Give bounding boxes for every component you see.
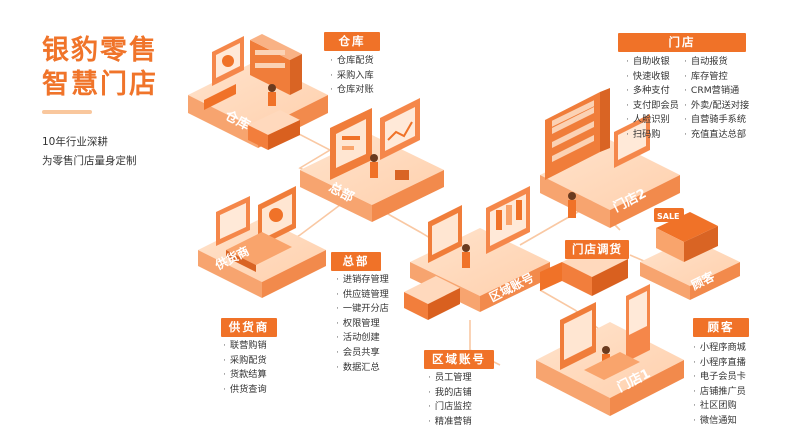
list-item: 小程序商城 bbox=[693, 341, 746, 356]
brand-title-line2: 智慧门店 bbox=[42, 69, 158, 100]
list-item: 活动创建 bbox=[336, 331, 389, 346]
list-item: 人脸识别 bbox=[626, 113, 679, 128]
list-item: 我的店铺 bbox=[428, 386, 472, 401]
region-feature-list: 员工管理 我的店铺 门店监控 精准营销 bbox=[428, 371, 472, 429]
list-item: 自动报货 bbox=[684, 55, 749, 70]
list-item: CRM营销通 bbox=[684, 84, 749, 99]
list-item: 采购配货 bbox=[223, 354, 267, 369]
list-item: 供货查询 bbox=[223, 383, 267, 398]
store-feature-list-2: 自动报货 库存管控 CRM营销通 外卖/配送对接 自营骑手系统 充值直达总部 bbox=[684, 55, 749, 143]
warehouse-label: 仓库 bbox=[324, 32, 380, 51]
region-label: 区域账号 bbox=[424, 350, 494, 369]
brand-divider bbox=[42, 110, 92, 114]
list-item: 数据汇总 bbox=[336, 361, 389, 376]
list-item: 进销存管理 bbox=[336, 273, 389, 288]
store-feature-list-1: 自助收银 快速收银 多种支付 支付即会员 人脸识别 扫码购 bbox=[626, 55, 679, 143]
list-item: 仓库对账 bbox=[330, 83, 374, 98]
list-item: 自营骑手系统 bbox=[684, 113, 749, 128]
list-item: 微信通知 bbox=[693, 414, 746, 429]
hq-label: 总部 bbox=[331, 252, 381, 271]
list-item: 门店监控 bbox=[428, 400, 472, 415]
hq-platform bbox=[300, 98, 444, 222]
customer-platform bbox=[640, 208, 740, 300]
list-item: 充值直达总部 bbox=[684, 128, 749, 143]
brand-title: 银豹零售 智慧门店 bbox=[42, 34, 158, 102]
list-item: 仓库配货 bbox=[330, 54, 374, 69]
list-item: 外卖/配送对接 bbox=[684, 99, 749, 114]
store-transfer-label: 门店调货 bbox=[565, 240, 629, 259]
list-item: 多种支付 bbox=[626, 84, 679, 99]
supplier-feature-list: 联营购销 采购配货 货款结算 供货查询 bbox=[223, 339, 267, 397]
warehouse-feature-list: 仓库配货 采购入库 仓库对账 bbox=[330, 54, 374, 98]
customer-feature-list: 小程序商城 小程序直播 电子会员卡 店铺推广员 社区团购 微信通知 bbox=[693, 341, 746, 429]
list-item: 权限管理 bbox=[336, 317, 389, 332]
brand-subtitle-line2: 为零售门店量身定制 bbox=[42, 155, 137, 167]
store-label: 门店 bbox=[618, 33, 746, 52]
brand-subtitle-line1: 10年行业深耕 bbox=[42, 136, 108, 148]
brand-subtitle: 10年行业深耕 为零售门店量身定制 bbox=[42, 133, 137, 171]
store1-platform bbox=[536, 284, 684, 416]
list-item: 精准营销 bbox=[428, 415, 472, 430]
list-item: 社区团购 bbox=[693, 399, 746, 414]
warehouse-platform bbox=[188, 34, 328, 150]
list-item: 支付即会员 bbox=[626, 99, 679, 114]
list-item: 一键开分店 bbox=[336, 302, 389, 317]
list-item: 快速收银 bbox=[626, 70, 679, 85]
list-item: 自助收银 bbox=[626, 55, 679, 70]
hq-feature-list: 进销存管理 供应链管理 一键开分店 权限管理 活动创建 会员共享 数据汇总 bbox=[336, 273, 389, 375]
brand-title-line1: 银豹零售 bbox=[42, 35, 158, 66]
region-platform bbox=[404, 186, 550, 320]
store2-platform bbox=[540, 88, 680, 228]
supplier-platform bbox=[198, 186, 326, 298]
supplier-label: 供货商 bbox=[221, 318, 277, 337]
list-item: 采购入库 bbox=[330, 69, 374, 84]
sign-sale: SALE bbox=[657, 212, 680, 221]
customer-label: 顾客 bbox=[693, 318, 749, 337]
list-item: 扫码购 bbox=[626, 128, 679, 143]
list-item: 库存管控 bbox=[684, 70, 749, 85]
list-item: 联营购销 bbox=[223, 339, 267, 354]
list-item: 货款结算 bbox=[223, 368, 267, 383]
list-item: 供应链管理 bbox=[336, 288, 389, 303]
list-item: 员工管理 bbox=[428, 371, 472, 386]
list-item: 小程序直播 bbox=[693, 356, 746, 371]
list-item: 会员共享 bbox=[336, 346, 389, 361]
list-item: 电子会员卡 bbox=[693, 370, 746, 385]
list-item: 店铺推广员 bbox=[693, 385, 746, 400]
